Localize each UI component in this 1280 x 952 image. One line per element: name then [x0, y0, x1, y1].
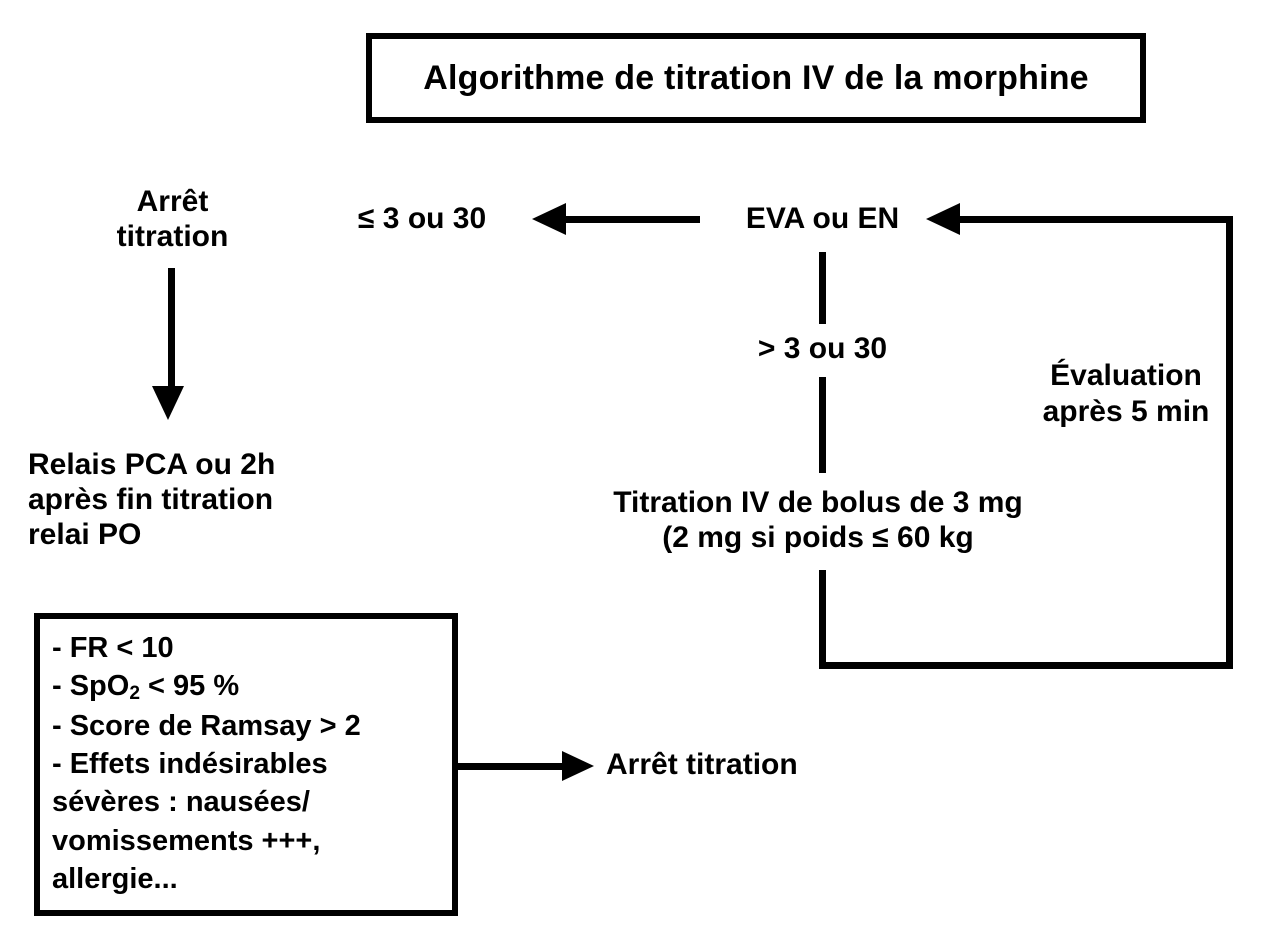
- criteria-item-side-effects-cont-1: sévères : nausées/: [52, 786, 310, 819]
- criteria-item-ramsay: - Score de Ramsay > 2: [52, 709, 361, 742]
- connector-loop-right-line: [1226, 216, 1233, 669]
- connector-loop-top-line: [952, 216, 1233, 223]
- node-relay-pca: Relais PCA ou 2h après fin titration rel…: [28, 448, 358, 553]
- criteria-box: - FR < 10 - SpO2 < 95 % - Score de Ramsa…: [34, 613, 458, 916]
- criteria-item-side-effects-cont-3: allergie...: [52, 862, 178, 895]
- node-titration-bolus: Titration IV de bolus de 3 mg (2 mg si p…: [508, 486, 1128, 556]
- node-stop-titration-bottom: Arrêt titration: [606, 748, 906, 783]
- arrow-left-icon-loop-to-eva: [926, 203, 960, 235]
- arrow-right-icon-criteria-to-stop: [562, 751, 594, 781]
- criteria-spo2-prefix: - SpO: [52, 670, 130, 703]
- node-assessment-eva-en: EVA ou EN: [700, 202, 945, 237]
- title-box: Algorithme de titration IV de la morphin…: [366, 33, 1146, 123]
- diagram-title: Algorithme de titration IV de la morphin…: [423, 58, 1089, 97]
- node-stop-titration-top: Arrêt titration: [80, 185, 265, 255]
- edge-label-score-high: > 3 ou 30: [700, 332, 945, 367]
- connector-criteria-to-stop-line: [458, 763, 566, 770]
- connector-eva-to-low-line: [556, 216, 716, 223]
- criteria-item-fr: - FR < 10: [52, 632, 174, 664]
- criteria-item-side-effects-cont-2: vomissements +++,: [52, 824, 321, 857]
- connector-highlabel-to-bolus-line: [819, 377, 826, 473]
- arrow-down-icon-stop-to-relay: [152, 386, 184, 420]
- connector-stop-to-relay-line: [168, 268, 175, 390]
- connector-loop-bottom-line: [819, 662, 1233, 669]
- criteria-item-spo2: - SpO2 < 95 %: [52, 667, 452, 706]
- edge-label-reevaluation: Évaluation après 5 min: [1028, 358, 1224, 430]
- criteria-spo2-suffix: < 95 %: [139, 670, 240, 703]
- connector-eva-to-highlabel-line: [819, 252, 826, 324]
- criteria-spo2-subscript: 2: [129, 683, 140, 705]
- arrow-left-icon-eva-to-low: [532, 203, 566, 235]
- criteria-item-side-effects: - Effets indésirables: [52, 748, 328, 780]
- connector-loop-down-line: [819, 570, 826, 669]
